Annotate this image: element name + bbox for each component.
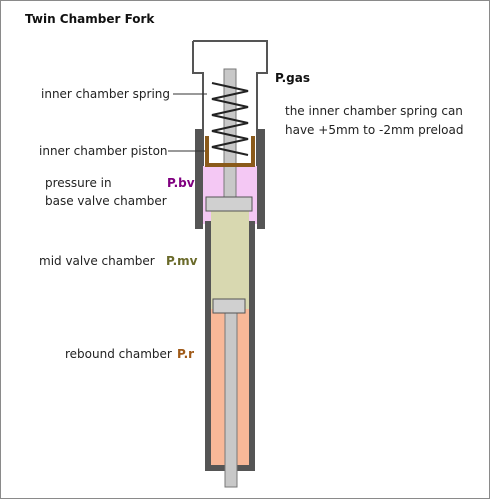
p-r-label: P.r bbox=[177, 347, 195, 361]
inner-chamber-spring bbox=[211, 82, 249, 156]
base-valve-disc bbox=[205, 196, 253, 212]
base-valve-label-line1: pressure in bbox=[45, 176, 112, 190]
p-gas-label: P.gas bbox=[275, 71, 310, 85]
mid-valve-label: mid valve chamber bbox=[39, 254, 155, 268]
lower-tube-right-wall bbox=[249, 221, 255, 471]
mid-valve-disc bbox=[212, 298, 246, 314]
diagram-title: Twin Chamber Fork bbox=[25, 12, 155, 26]
lower-tube-left-wall bbox=[205, 221, 211, 471]
rebound-label: rebound chamber bbox=[65, 347, 172, 361]
inner-piston-label: inner chamber piston bbox=[39, 144, 168, 158]
base-valve-label-line2: base valve chamber bbox=[45, 194, 167, 208]
upper-tube-right-wall bbox=[257, 129, 265, 229]
lower-rod bbox=[224, 308, 238, 488]
inner-spring-label: inner chamber spring bbox=[41, 87, 171, 101]
inner-chamber-piston bbox=[205, 136, 255, 167]
p-mv-label: P.mv bbox=[166, 254, 198, 268]
mid-valve-chamber bbox=[211, 211, 249, 309]
upper-tube-left-wall bbox=[195, 129, 203, 229]
upper-tube-outline bbox=[192, 40, 268, 166]
p-bv-label: P.bv bbox=[167, 176, 195, 190]
preload-note-line1: the inner chamber spring can bbox=[285, 104, 463, 118]
preload-note-line2: have +5mm to -2mm preload bbox=[285, 123, 464, 137]
